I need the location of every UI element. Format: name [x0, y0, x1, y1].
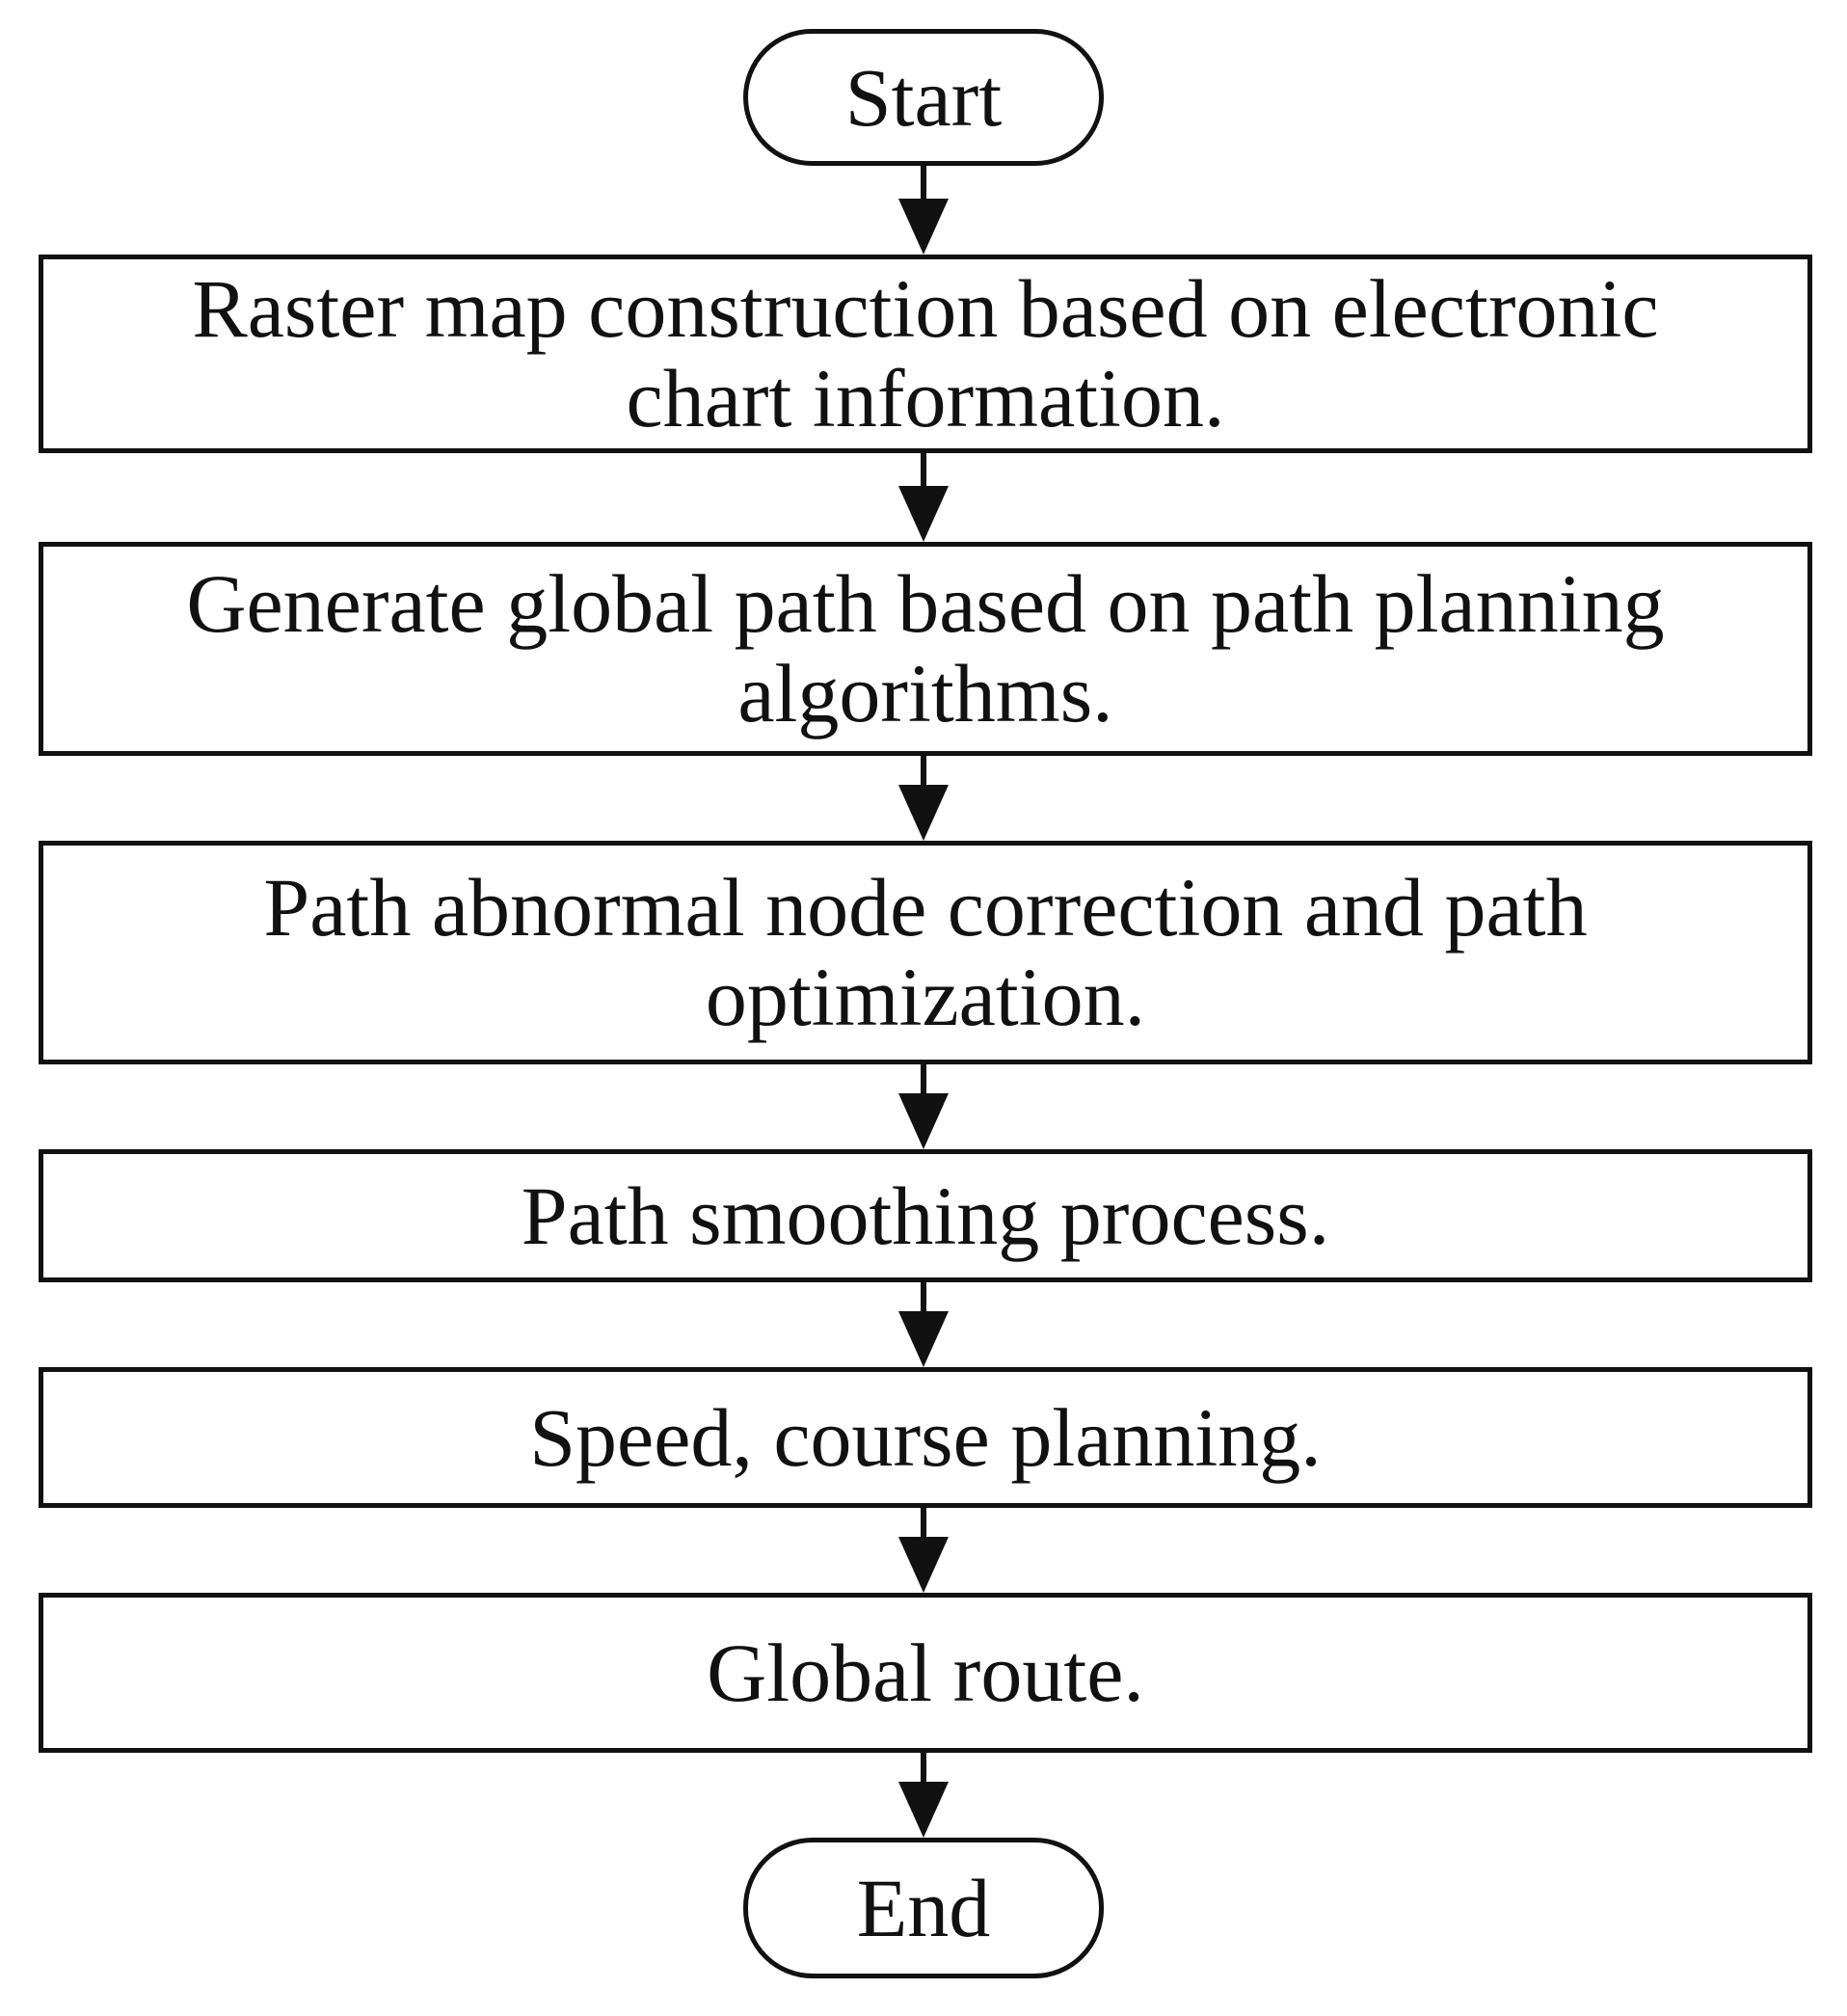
start-terminal: Start — [743, 29, 1104, 166]
arrow-step-6-to-end — [895, 1753, 952, 1838]
step-5-box: Speed, course planning. — [39, 1367, 1812, 1508]
step-3-box: Path abnormal node correction and path o… — [39, 841, 1812, 1064]
step-2-box: Generate global path based on path plann… — [39, 542, 1812, 756]
arrow-step-3-to-step-4 — [895, 1064, 952, 1149]
step-2-label: Generate global path based on path plann… — [186, 557, 1665, 739]
step-4-label: Path smoothing process. — [521, 1169, 1330, 1262]
end-label: End — [856, 1861, 991, 1954]
start-label: Start — [844, 50, 1003, 144]
step-1-box: Raster map construction based on electro… — [39, 255, 1812, 453]
arrow-step-2-to-step-3 — [895, 756, 952, 841]
arrow-step-1-to-step-2 — [895, 453, 952, 542]
step-4-box: Path smoothing process. — [39, 1149, 1812, 1282]
step-6-box: Global route. — [39, 1593, 1812, 1753]
end-terminal: End — [743, 1838, 1104, 1978]
step-6-label: Global route. — [707, 1626, 1144, 1719]
arrow-step-5-to-step-6 — [895, 1508, 952, 1593]
step-3-label: Path abnormal node correction and path o… — [263, 861, 1588, 1043]
step-5-label: Speed, course planning. — [529, 1390, 1322, 1484]
arrow-start-to-step-1 — [895, 166, 952, 255]
arrow-step-4-to-step-5 — [895, 1282, 952, 1367]
step-1-label: Raster map construction based on electro… — [192, 262, 1659, 444]
